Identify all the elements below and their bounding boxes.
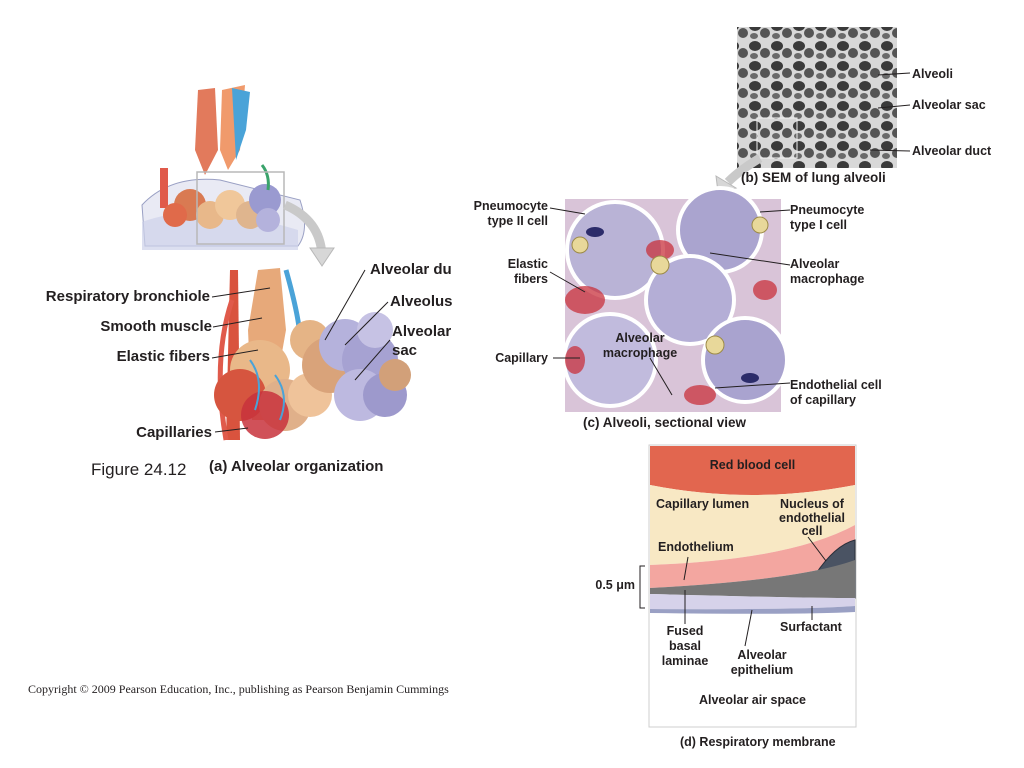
label-alveolus: Alveolus <box>390 293 453 310</box>
label-alveoli: Alveoli <box>912 67 953 81</box>
label-alveolar-sac-a-2: sac <box>392 342 418 359</box>
label-red-blood-cell: Red blood cell <box>709 458 796 472</box>
label-alveolar-duct-a: Alveolar du <box>370 261 452 278</box>
label-elastic-c-1: Elastic <box>507 257 548 271</box>
label-macrophage-r-2: macrophage <box>790 272 865 286</box>
label-scale: 0.5 μm <box>595 578 635 592</box>
label-alveolar-sac-a-1: Alveolar <box>392 323 452 340</box>
lung-thumbnail <box>141 85 305 250</box>
alveolar-organization <box>214 268 411 441</box>
label-fused-2: basal <box>669 639 701 653</box>
label-alveolar-air-space: Alveolar air space <box>698 693 806 707</box>
label-pneumocyte-i-2: type I cell <box>790 218 847 232</box>
label-nucleus-3: cell <box>801 524 823 538</box>
label-alveolar-sac-b: Alveolar sac <box>912 98 986 112</box>
label-endothelium: Endothelium <box>658 540 734 554</box>
label-macrophage-c-2: macrophage <box>602 346 678 360</box>
label-alveolar-epithelium-1: Alveolar <box>737 648 787 662</box>
label-macrophage-c-1: Alveolar <box>615 331 665 345</box>
caption-d: (d) Respiratory membrane <box>680 735 836 749</box>
label-elastic-fibers-a: Elastic fibers <box>116 348 210 365</box>
label-alveolar-epithelium-2: epithelium <box>730 663 794 677</box>
label-capillary-lumen: Capillary lumen <box>656 497 750 511</box>
label-elastic-c-2: fibers <box>513 272 548 286</box>
label-fused-3: laminae <box>661 654 709 668</box>
panel-a-leaders <box>211 269 391 433</box>
label-macrophage-r-1: Alveolar <box>790 257 840 271</box>
label-pneumocyte-i-1: Pneumocyte <box>790 203 865 217</box>
label-pneumocyte-ii-2: type II cell <box>487 214 548 228</box>
copyright-notice: Copyright © 2009 Pearson Education, Inc.… <box>28 682 449 696</box>
label-alveolar-duct-b: Alveolar duct <box>912 144 992 158</box>
label-surfactant: Surfactant <box>780 620 842 634</box>
caption-a: (a) Alveolar organization <box>209 458 384 475</box>
figure-title: Figure 24.12 <box>91 460 187 479</box>
caption-c: (c) Alveoli, sectional view <box>583 415 747 430</box>
label-fused-1: Fused <box>666 624 704 638</box>
label-endothelial-2: of capillary <box>790 393 856 407</box>
label-smooth-muscle: Smooth muscle <box>100 318 212 335</box>
label-capillaries: Capillaries <box>136 424 212 441</box>
label-endothelial-1: Endothelial cell <box>790 378 882 392</box>
caption-b: (b) SEM of lung alveoli <box>741 170 886 185</box>
label-nucleus-1: Nucleus of <box>780 497 844 511</box>
label-pneumocyte-ii-1: Pneumocyte <box>473 199 548 213</box>
label-respiratory-bronchiole: Respiratory bronchiole <box>45 288 210 305</box>
label-capillary-c: Capillary <box>495 351 548 365</box>
label-nucleus-2: endothelial <box>779 511 845 525</box>
